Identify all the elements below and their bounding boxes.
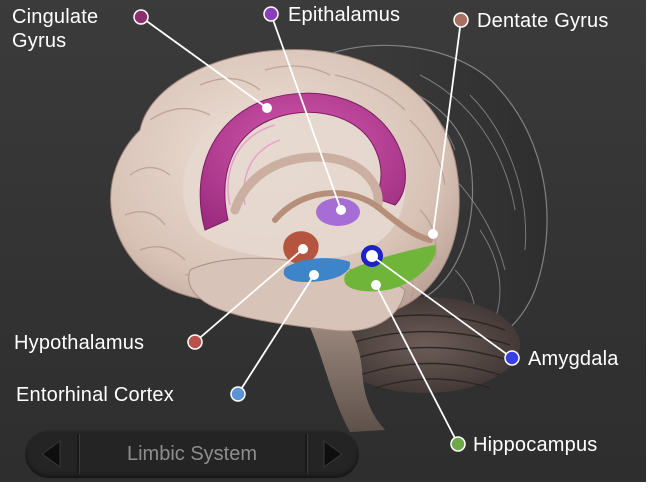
hypothalamus-label-text: Hypothalamus: [14, 332, 145, 354]
brain-stage: [110, 6, 548, 452]
epithalamus-label[interactable]: Epithalamus: [288, 3, 400, 27]
nav-divider-right: [305, 434, 308, 474]
amygdala-label-text: Amygdala: [528, 348, 619, 370]
hypothalamus-label[interactable]: Hypothalamus: [14, 331, 144, 355]
epithalamus-label-text: Epithalamus: [288, 4, 401, 26]
hippocampus-label[interactable]: Hippocampus: [473, 433, 598, 457]
entorhinal-cortex-region: [283, 258, 351, 282]
topic-navigator: Limbic System: [25, 430, 359, 478]
topic-title: Limbic System: [126, 443, 258, 465]
hippocampus-label-text: Hippocampus: [473, 434, 598, 456]
leader-lines: [140, 13, 513, 445]
dentate-gyrus-dot[interactable]: [453, 12, 469, 28]
brain-stem: [300, 300, 385, 432]
hypothalamus-dot[interactable]: [187, 334, 203, 350]
dentate-gyrus-label-text: Dentate Gyrus: [477, 10, 609, 32]
entorhinal-cortex-dot[interactable]: [230, 386, 246, 402]
cingulate-gyrus-label-line2: Gyrus: [12, 30, 67, 52]
hippocampus-dot[interactable]: [450, 436, 466, 452]
entorhinal-cortex-label[interactable]: Entorhinal Cortex: [16, 383, 174, 407]
anchor-dots: [262, 103, 438, 290]
cingulate-gyrus-region: [199, 92, 406, 231]
cingulate-gyrus-dot[interactable]: [133, 9, 149, 25]
entorhinal-cortex-label-text: Entorhinal Cortex: [16, 384, 174, 406]
amygdala-dot[interactable]: [504, 350, 520, 366]
fornix: [230, 152, 383, 215]
dentate-gyrus-label[interactable]: Dentate Gyrus: [477, 9, 609, 33]
nav-divider-left: [77, 434, 80, 474]
next-topic-button[interactable]: [307, 430, 359, 478]
triangle-left-icon: [41, 440, 61, 468]
previous-topic-button[interactable]: [25, 430, 77, 478]
cingulate-gyrus-label[interactable]: Cingulate Gyrus: [12, 5, 98, 53]
triangle-right-icon: [323, 440, 343, 468]
epithalamus-dot[interactable]: [263, 6, 279, 22]
cingulate-gyrus-label-line1: Cingulate: [12, 6, 99, 28]
viewer-panel: Cingulate Gyrus Epithalamus Dentate Gyru…: [0, 0, 646, 482]
amygdala-label[interactable]: Amygdala: [528, 347, 619, 371]
label-dots: [133, 6, 520, 452]
